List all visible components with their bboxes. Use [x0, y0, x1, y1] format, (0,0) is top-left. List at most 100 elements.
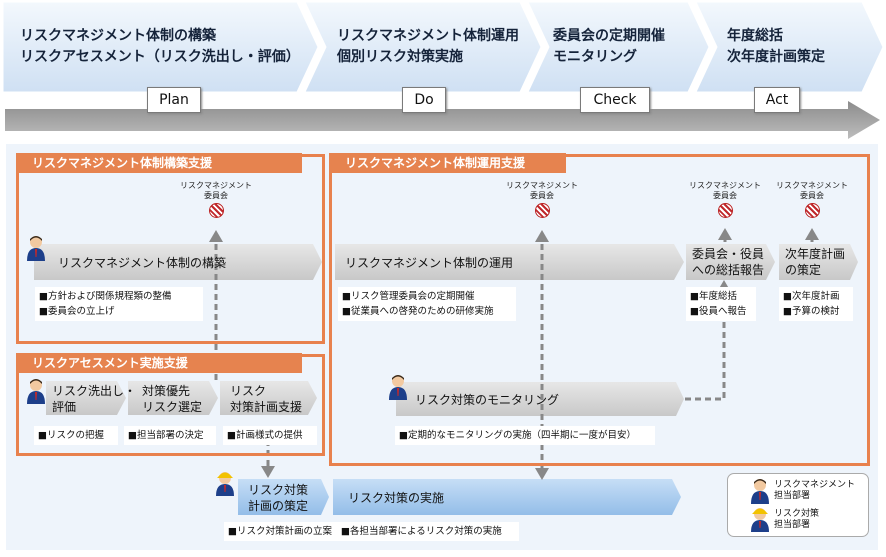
committee-marker-report: リスクマネジメント 委員会	[685, 181, 765, 218]
phase-check-line1: 委員会の定期開催	[553, 28, 665, 44]
phase-do-chevron	[304, 1, 542, 93]
step-assessment-3-line1: リスク	[230, 384, 267, 398]
phase-label-do: Do	[402, 87, 446, 113]
step-report-line2: への総括報告	[692, 263, 765, 277]
phase-banner	[2, 1, 884, 139]
legend: リスクマネジメント 担当部署 リスク対策 担当部署	[727, 473, 869, 537]
note-item: ■リスク管理委員会の定期開催	[342, 291, 475, 302]
legend-line2: 担当部署	[774, 491, 811, 501]
phase-check-line2: モニタリング	[553, 49, 637, 65]
step-arrow-report	[686, 244, 775, 280]
step-arrow-implementation	[333, 479, 681, 515]
note-item: ■役員へ報告	[690, 306, 747, 317]
phase-plan-chevron	[2, 1, 319, 93]
step-countermeasure-plan-label: リスク対策 計画の策定	[248, 482, 308, 514]
phase-do-title: リスクマネジメント体制運用 個別リスク対策実施	[337, 26, 519, 68]
step-countermeasure-plan-line2: 計画の策定	[248, 499, 309, 513]
committee-label-line2: 委員会	[800, 191, 824, 200]
step-assessment-2-line1: 対策優先	[142, 384, 191, 398]
step-assessment-1-line1: リスク洗出し・	[52, 384, 137, 398]
committee-label-line1: リスクマネジメント	[776, 181, 848, 190]
committee-label-line2: 委員会	[713, 191, 737, 200]
countermeasure-department-person-icon	[751, 508, 769, 532]
operation-support-title: リスクマネジメント体制運用支援	[329, 153, 566, 173]
committee-label-line2: 委員会	[204, 191, 228, 200]
step-assessment-3-label: リスク 対策計画支援	[230, 383, 302, 415]
phase-do-line1: リスクマネジメント体制運用	[337, 28, 519, 44]
committee-meeting-icon	[208, 203, 224, 218]
step-arrow-build	[34, 244, 322, 280]
phase-label-act: Act	[754, 87, 800, 113]
connector-monitoring-report	[685, 290, 726, 401]
committee-label-line1: リスクマネジメント	[180, 181, 252, 190]
legend-rm-department: リスクマネジメント 担当部署	[774, 480, 855, 502]
rm-department-person-icon	[389, 375, 407, 400]
countermeasure-plan-note: ■リスク対策計画の立案	[224, 522, 338, 541]
committee-marker-build: リスクマネジメント 委員会	[176, 181, 256, 218]
step-assessment-1-line2: 評価	[52, 400, 77, 414]
implementation-note: ■各担当部署によるリスク対策の実施	[337, 522, 519, 541]
step-build-label: リスクマネジメント体制の構築	[58, 256, 227, 270]
step-arrow-assessment-2	[128, 381, 218, 415]
arrowhead-plan-committee	[805, 228, 819, 240]
note-item: ■方針および関係規程類の整備	[39, 291, 172, 302]
assessment-3-note: ■計画様式の提供	[223, 426, 317, 445]
report-notes: ■年度総括 ■役員へ報告	[686, 287, 756, 321]
phase-do-line2: 個別リスク対策実施	[337, 49, 463, 65]
assessment-1-note: ■リスクの把握	[34, 426, 118, 445]
arrowhead-operation-down	[535, 468, 549, 480]
step-implementation-label: リスク対策の実施	[348, 491, 445, 505]
rm-department-person-icon	[27, 236, 45, 261]
step-countermeasure-plan-line1: リスク対策	[248, 483, 309, 497]
phase-act-title: 年度総括 次年度計画策定	[727, 26, 825, 68]
note-item: ■次年度計画	[783, 291, 840, 302]
note-item: ■年度総括	[690, 291, 737, 302]
arrowhead-build-committee	[209, 230, 223, 242]
phase-label-check: Check	[580, 87, 650, 113]
step-assessment-1-label: リスク洗出し・ 評価	[52, 383, 136, 415]
step-assessment-2-label: 対策優先 リスク選定	[142, 383, 202, 415]
step-next-plan-line2: の策定	[785, 263, 822, 277]
operation-notes: ■リスク管理委員会の定期開催 ■従業員への啓発のための研修実施	[338, 287, 516, 321]
legend-countermeasure-department: リスク対策 担当部署	[774, 509, 819, 531]
arrowhead-report-committee	[718, 228, 732, 240]
timeline-arrow	[5, 101, 880, 139]
phase-act-line2: 次年度計画策定	[727, 49, 825, 65]
rm-department-person-icon	[751, 479, 769, 504]
note-item: ■予算の検討	[783, 306, 840, 317]
step-next-plan-line1: 次年度計画	[785, 247, 846, 261]
step-assessment-3-line2: 対策計画支援	[230, 400, 303, 414]
assessment-support-title: リスクアセスメント実施支援	[16, 353, 302, 373]
build-support-title: リスクマネジメント体制構築支援	[16, 153, 302, 173]
committee-label-line1: リスクマネジメント	[506, 181, 578, 190]
committee-meeting-icon	[534, 203, 550, 218]
step-report-label: 委員会・役員 への総括報告	[692, 246, 764, 278]
legend-line1: リスク対策	[774, 509, 820, 519]
committee-label-line1: リスクマネジメント	[689, 181, 761, 190]
step-next-plan-label: 次年度計画 の策定	[785, 246, 845, 278]
arrowhead-operation-committee	[535, 230, 549, 242]
note-item: ■委員会の立上げ	[39, 306, 115, 317]
phase-act-line1: 年度総括	[727, 28, 783, 44]
phase-plan-line1: リスクマネジメント体制の構築	[20, 28, 216, 44]
arrowhead-plan-down	[261, 466, 275, 478]
assessment-2-note: ■担当部署の決定	[124, 426, 216, 445]
legend-line2: 担当部署	[774, 520, 811, 530]
operation-support-box	[329, 154, 870, 466]
step-report-line1: 委員会・役員	[692, 247, 765, 261]
phase-label-plan: Plan	[147, 87, 201, 113]
phase-check-chevron	[527, 1, 710, 93]
phase-act-chevron	[695, 1, 884, 93]
step-arrow-countermeasure-plan	[238, 479, 329, 515]
legend-line1: リスクマネジメント	[774, 480, 856, 490]
step-assessment-2-line2: リスク選定	[142, 400, 203, 414]
step-arrow-assessment-1	[46, 381, 126, 415]
committee-marker-plan: リスクマネジメント 委員会	[772, 181, 852, 218]
step-arrow-operation	[335, 244, 684, 280]
committee-meeting-icon	[717, 203, 733, 218]
step-arrow-assessment-3	[220, 381, 317, 415]
step-monitoring-label: リスク対策のモニタリング	[415, 393, 560, 407]
rm-department-person-icon	[27, 379, 45, 404]
committee-meeting-icon	[804, 203, 820, 218]
